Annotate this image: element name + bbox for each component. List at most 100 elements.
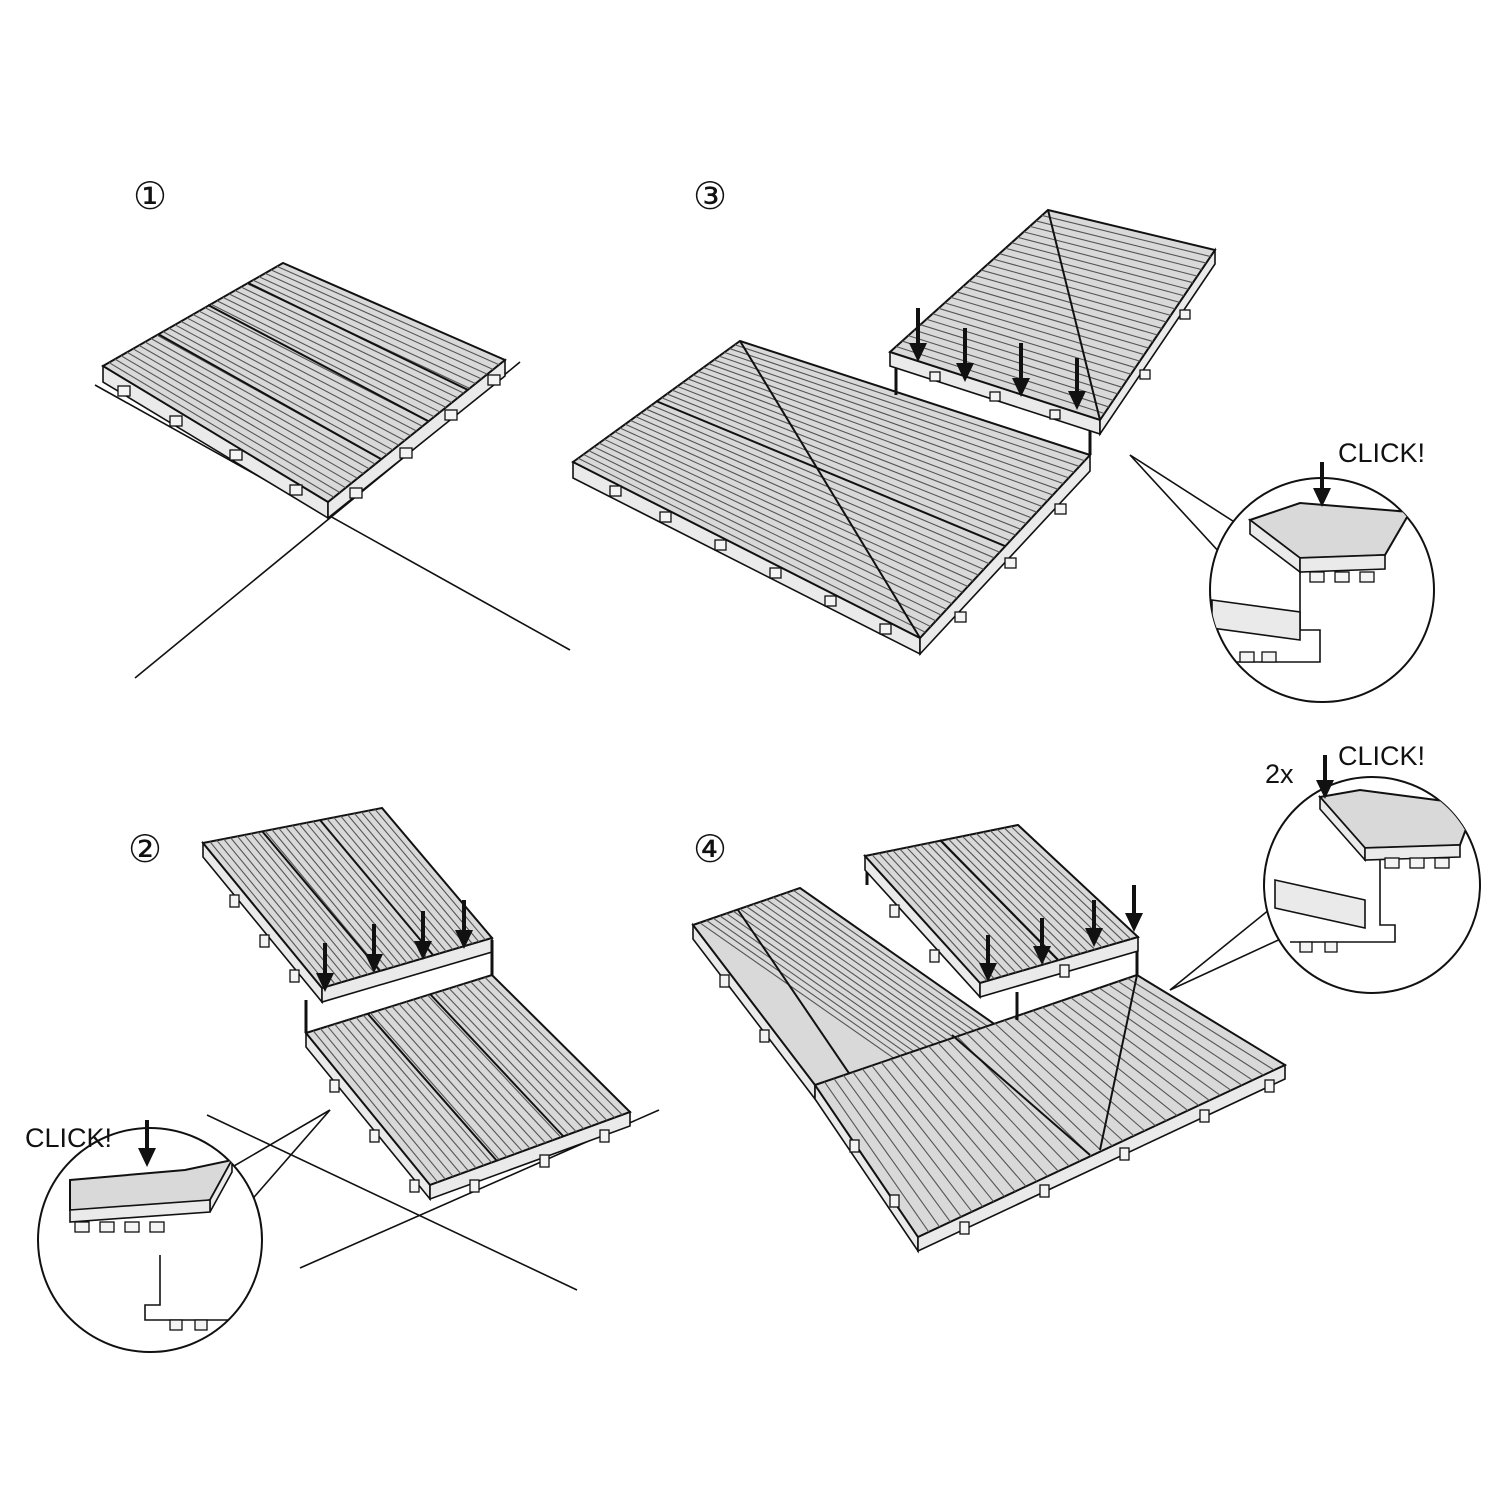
- plank-groove: [234, 289, 459, 399]
- plank-groove: [377, 1010, 508, 1158]
- plank-groove: [833, 1078, 941, 1228]
- plank-groove: [209, 841, 329, 987]
- tile-planks: [312, 976, 623, 1183]
- plank-groove: [174, 324, 400, 446]
- click-label: CLICK!: [25, 1123, 112, 1153]
- plank-groove: [243, 834, 362, 977]
- plank-groove: [619, 427, 969, 588]
- plank-groove: [880, 1062, 994, 1202]
- plank-groove: [739, 908, 957, 1061]
- plank-groove: [1041, 214, 1211, 258]
- plank-groove: [645, 408, 995, 559]
- plank-groove: [974, 275, 1163, 329]
- plank-groove: [180, 320, 405, 441]
- plank-groove: [258, 276, 482, 380]
- plank-groove: [871, 1065, 984, 1207]
- plank-groove: [878, 852, 995, 980]
- plank-groove: [362, 1014, 492, 1163]
- base-deck-tile: [304, 973, 632, 1202]
- plank-groove: [427, 994, 562, 1138]
- down-arrow-icon: [414, 911, 432, 960]
- plank-groove: [899, 848, 1017, 973]
- down-arrow-icon: [455, 900, 473, 949]
- plank-groove: [975, 1029, 1102, 1152]
- plank-groove: [968, 834, 1089, 953]
- plank-groove: [624, 423, 974, 582]
- plank-groove: [1117, 981, 1264, 1076]
- plank-groove: [944, 302, 1140, 362]
- plank-groove: [236, 835, 356, 979]
- plank-groove: [1013, 1016, 1146, 1132]
- plank-groove: [420, 996, 554, 1141]
- plank-groove: [312, 1030, 439, 1183]
- plank-groove: [270, 269, 494, 370]
- plank-groove: [966, 1032, 1092, 1157]
- step-1-panel: ①: [94, 176, 571, 679]
- plank-groove: [1010, 826, 1132, 940]
- plank-groove: [772, 896, 987, 1047]
- plank-groove: [230, 837, 349, 981]
- plank-groove: [198, 310, 423, 427]
- plank-groove: [126, 351, 352, 484]
- plank-groove: [899, 1055, 1016, 1192]
- plank-groove: [1127, 977, 1275, 1071]
- plank-groove: [948, 838, 1067, 959]
- plank-groove: [786, 892, 999, 1042]
- plank-groove: [724, 351, 1075, 473]
- plank-groove: [276, 265, 500, 366]
- plank-groove: [271, 829, 388, 970]
- plank-groove: [640, 412, 990, 565]
- plank-groove: [462, 983, 600, 1124]
- plank-groove: [412, 999, 546, 1144]
- floor-guide-line: [206, 1114, 578, 1291]
- plank-groove: [861, 1068, 973, 1213]
- plank-groove: [706, 919, 928, 1075]
- plank-groove: [374, 808, 486, 941]
- plank-groove: [895, 346, 1105, 414]
- plank-groove: [932, 313, 1132, 375]
- plank-groove: [257, 831, 375, 973]
- plank-groove: [698, 370, 1048, 502]
- plank-groove: [712, 917, 934, 1073]
- plank-groove: [1060, 1000, 1199, 1106]
- plank-groove: [909, 1052, 1027, 1187]
- plank-groove: [1011, 242, 1189, 290]
- plank-groove: [369, 1012, 500, 1161]
- plank-groove: [937, 1042, 1059, 1172]
- multiplier-label: 2x: [1265, 759, 1294, 789]
- down-arrow-icon: [1316, 755, 1334, 799]
- plank-groove: [975, 833, 1096, 950]
- plank-groove: [718, 355, 1069, 479]
- magnifier-circle-icon: [1209, 477, 1435, 703]
- plank-groove: [987, 264, 1171, 316]
- plank-groove: [216, 300, 441, 413]
- plank-groove: [719, 915, 940, 1070]
- plank-groove: [477, 979, 616, 1119]
- plank-groove: [732, 910, 951, 1064]
- plank-groove: [1035, 220, 1207, 264]
- click-label: CLICK!: [1338, 438, 1425, 468]
- plank-groove: [961, 835, 1081, 955]
- plank-groove: [144, 341, 370, 470]
- plank-groove: [713, 359, 1064, 485]
- plank-groove: [434, 992, 569, 1135]
- plank-groove: [384, 1008, 516, 1155]
- plank-groove: [405, 1001, 539, 1147]
- plank-groove: [871, 854, 988, 982]
- plank-groove: [1004, 1019, 1135, 1137]
- plank-groove: [334, 1023, 462, 1175]
- plank-groove: [955, 837, 1074, 957]
- down-arrow-icon: [1125, 885, 1143, 932]
- plank-groove: [994, 1023, 1124, 1142]
- plank-groove: [999, 253, 1180, 303]
- plank-groove: [703, 366, 1054, 496]
- plank-groove: [1005, 247, 1185, 297]
- plank-groove: [630, 419, 979, 576]
- plank-groove: [666, 393, 1016, 536]
- magnifier-circle-icon: [37, 1127, 263, 1353]
- plank-groove: [391, 1005, 523, 1152]
- callout-line: [1169, 904, 1276, 991]
- step-2-panel: ②: [25, 806, 660, 1353]
- left-base-deck-tile: [691, 886, 1012, 1102]
- plank-groove: [367, 810, 480, 943]
